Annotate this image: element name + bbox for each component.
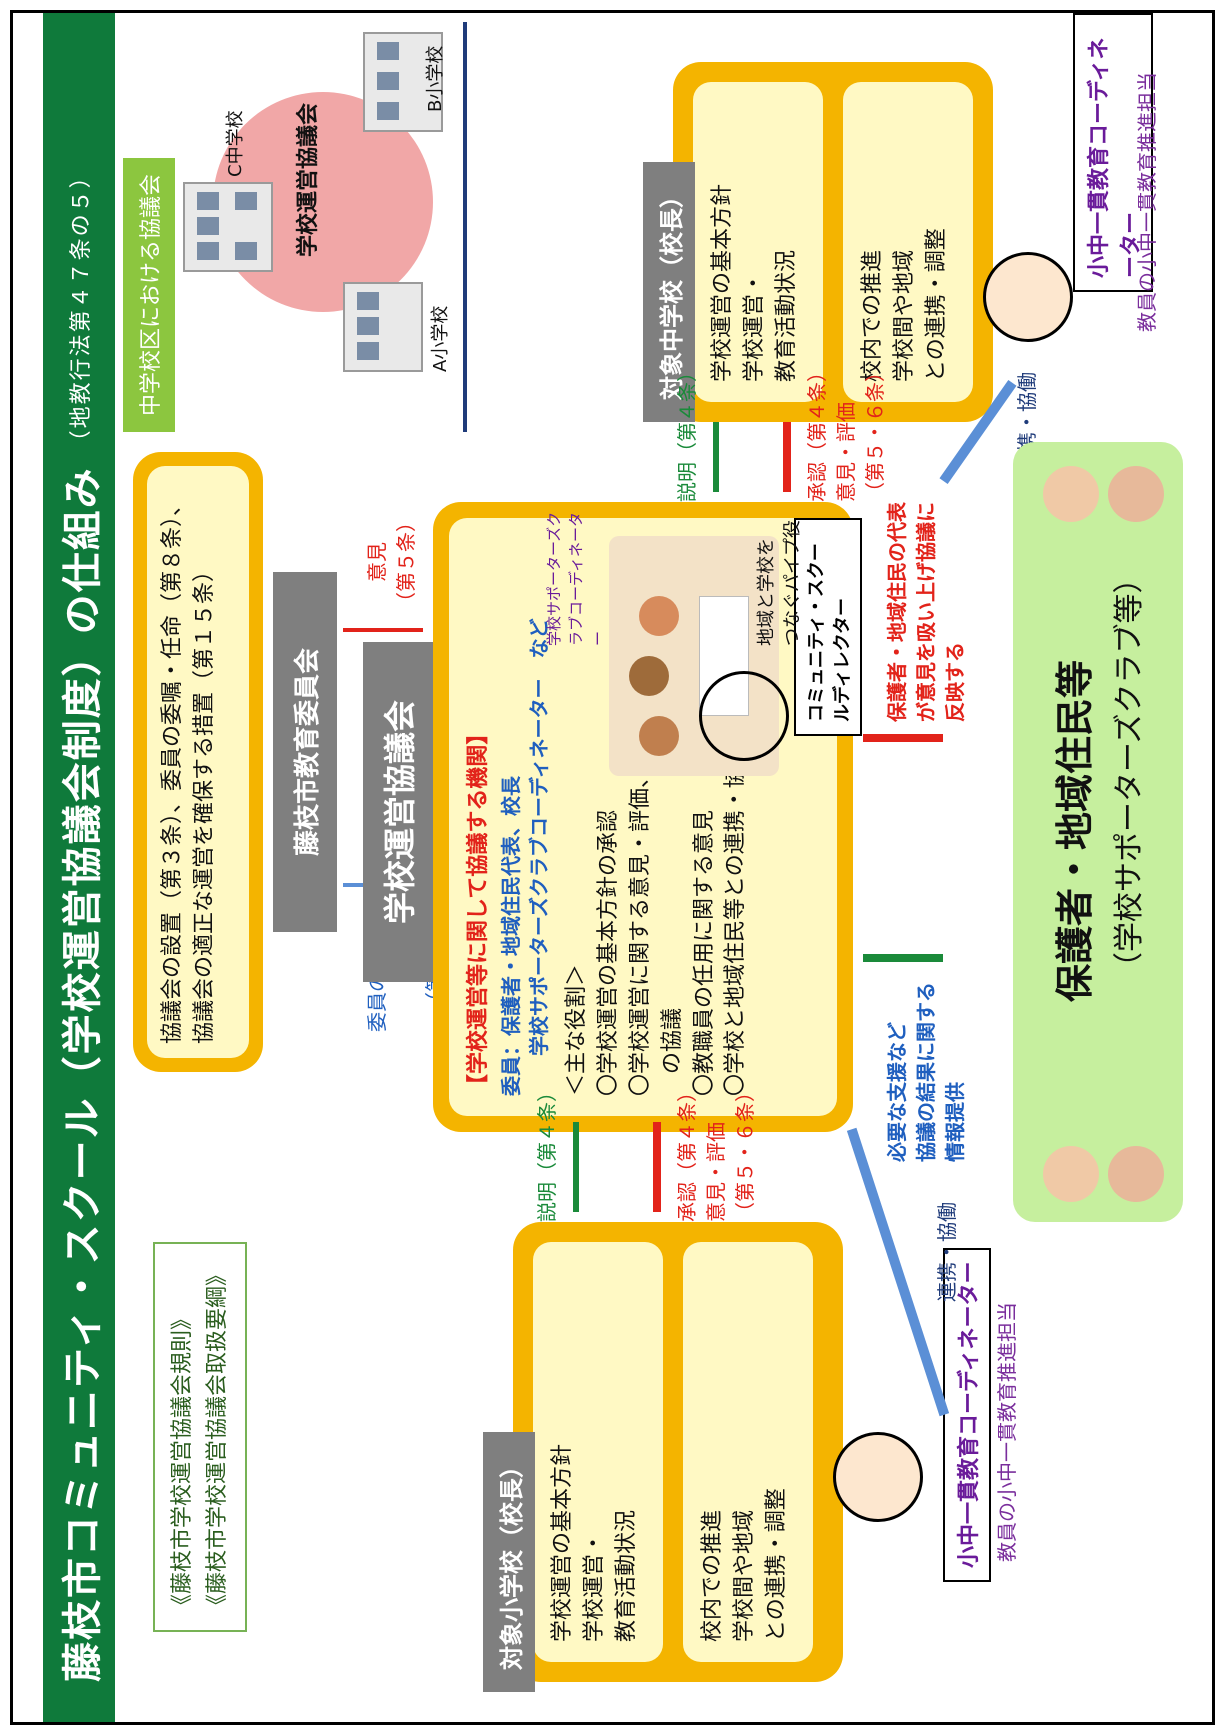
junior-high-coordinator-desc: 教員の小中一貫教育推進担当: [1135, 72, 1159, 332]
elementary-approve-arrow: [653, 1122, 661, 1212]
council-members-2: 学校サポーターズクラブコーディネーター など: [527, 618, 551, 1056]
district-panel: 中学校区における協議会 学校運営協議会 C中学校 A小学校 B小学校: [123, 22, 467, 432]
parent-icon: [1043, 1146, 1099, 1202]
council-heading: 【学校運営等に関して協議する機関】: [466, 722, 491, 1096]
residents-box: 保護者・地域住民等 （学校サポーターズクラブ等）: [1013, 442, 1183, 1222]
rules-line-2: 《藤枝市学校運営協議会取扱要綱》: [205, 1263, 231, 1616]
divider-line: [463, 22, 467, 432]
elementary-policy-box: 学校運営の基本方針 学校運営・ 教育活動状況: [533, 1242, 663, 1662]
council-to-residents-label: 必要な支援など 協議の結果に関する 情報提供: [885, 982, 967, 1162]
council-box: 【学校運営等に関して協議する機関】 委員：保護者・地域住民代表、校長 学校サポー…: [433, 502, 862, 1132]
council-name: 学校運営協議会: [363, 642, 433, 982]
page-subtitle: （地教行法第４７条の５）: [69, 164, 94, 453]
district-center-label: 学校運営協議会: [296, 102, 321, 257]
elementary-approve-label: 承認（第４条） 意見・評価 （第５・６条）: [675, 1082, 757, 1222]
school-b-label: B小学校: [425, 45, 446, 112]
director-highlight-circle: [699, 671, 789, 761]
elder-icon: [1043, 466, 1099, 522]
doctor-icon: [1108, 466, 1164, 522]
page-title: 藤枝市コミュニティ・スクール（学校運営協議会制度）の仕組み: [60, 466, 106, 1682]
school-c-building: [183, 182, 273, 272]
board-duty-2: 協議会の適正な運営を確保する措置（第１５条）: [191, 559, 217, 1044]
council-to-residents-arrow: [863, 954, 943, 962]
council-to-board-label: 意見 （第５条）: [365, 512, 418, 612]
elementary-coordinator-desc: 教員の小中一貫教育推進担当: [995, 1302, 1019, 1562]
school-c-label: C中学校: [225, 110, 246, 177]
rules-box: 《藤枝市学校運営協議会規則》 《藤枝市学校運営協議会取扱要綱》: [153, 1242, 248, 1632]
diagram-canvas: 藤枝市コミュニティ・スクール（学校運営協議会制度）の仕組み （地教行法第４７条の…: [13, 13, 1212, 1722]
title-banner: 藤枝市コミュニティ・スクール（学校運営協議会制度）の仕組み （地教行法第４７条の…: [43, 13, 115, 1722]
junior-high-explain-label: 説明（第４条）: [675, 362, 699, 502]
residents-sub: （学校サポーターズクラブ等）: [1112, 563, 1147, 983]
elementary-explain-arrow: [573, 1122, 579, 1212]
junior-high-approve-label: 承認（第４条） 意見・評価 （第５・６条）: [805, 362, 887, 502]
rules-line-1: 《藤枝市学校運営協議会規則》: [170, 1307, 195, 1616]
residents-to-council-label: 保護者・地域住民の代表 が意見を吸い上げ協議に 反映する: [885, 502, 967, 722]
school-a-label: A小学校: [430, 305, 451, 372]
junior-high-explain-arrow: [713, 422, 719, 492]
elementary-box: 学校運営の基本方針 学校運営・ 教育活動状況 校内での推進 学校間や地域 との連…: [513, 1222, 843, 1682]
resident-icon: [1108, 1146, 1164, 1202]
council-members-1: 委員：保護者・地域住民代表、校長: [499, 776, 523, 1096]
school-a-building: [343, 282, 423, 372]
district-label: 中学校区における協議会: [123, 157, 175, 432]
board-duty-1: 協議会の設置（第３条）、委員の委嘱・任命（第８条）、: [160, 493, 185, 1044]
director-desc: 地域と学校を つなぐパイプ役: [756, 520, 804, 646]
board-name: 藤枝市教育委員会: [273, 572, 337, 932]
elementary-cooperation-label: 連携・協働: [935, 1202, 959, 1302]
board-box: 協議会の設置（第３条）、委員の委嘱・任命（第８条）、 協議会の適正な運営を確保す…: [133, 452, 263, 1072]
junior-high-coord-box: 校内での推進 学校間や地域 との連携・調整: [843, 82, 973, 402]
junior-high-approve-arrow: [783, 422, 791, 492]
elementary-coordinator-avatar: [833, 1432, 923, 1522]
elementary-label: 対象小学校（校長）: [483, 1432, 535, 1692]
residents-name: 保護者・地域住民等: [1053, 659, 1097, 1002]
elementary-explain-label: 説明（第４条）: [535, 1082, 559, 1222]
elementary-coord-box: 校内での推進 学校間や地域 との連携・調整: [683, 1242, 813, 1662]
diagram-frame: 藤枝市コミュニティ・スクール（学校運営協議会制度）の仕組み （地教行法第４７条の…: [10, 10, 1215, 1725]
meeting-caption: 学校サポーターズクラブコーディネーター: [545, 511, 607, 646]
council-to-board-arrow: [343, 628, 423, 632]
junior-high-policy-box: 学校運営の基本方針 学校運営・ 教育活動状況: [693, 82, 823, 402]
residents-to-council-arrow: [863, 734, 943, 742]
junior-high-coordinator-avatar: [983, 252, 1073, 342]
